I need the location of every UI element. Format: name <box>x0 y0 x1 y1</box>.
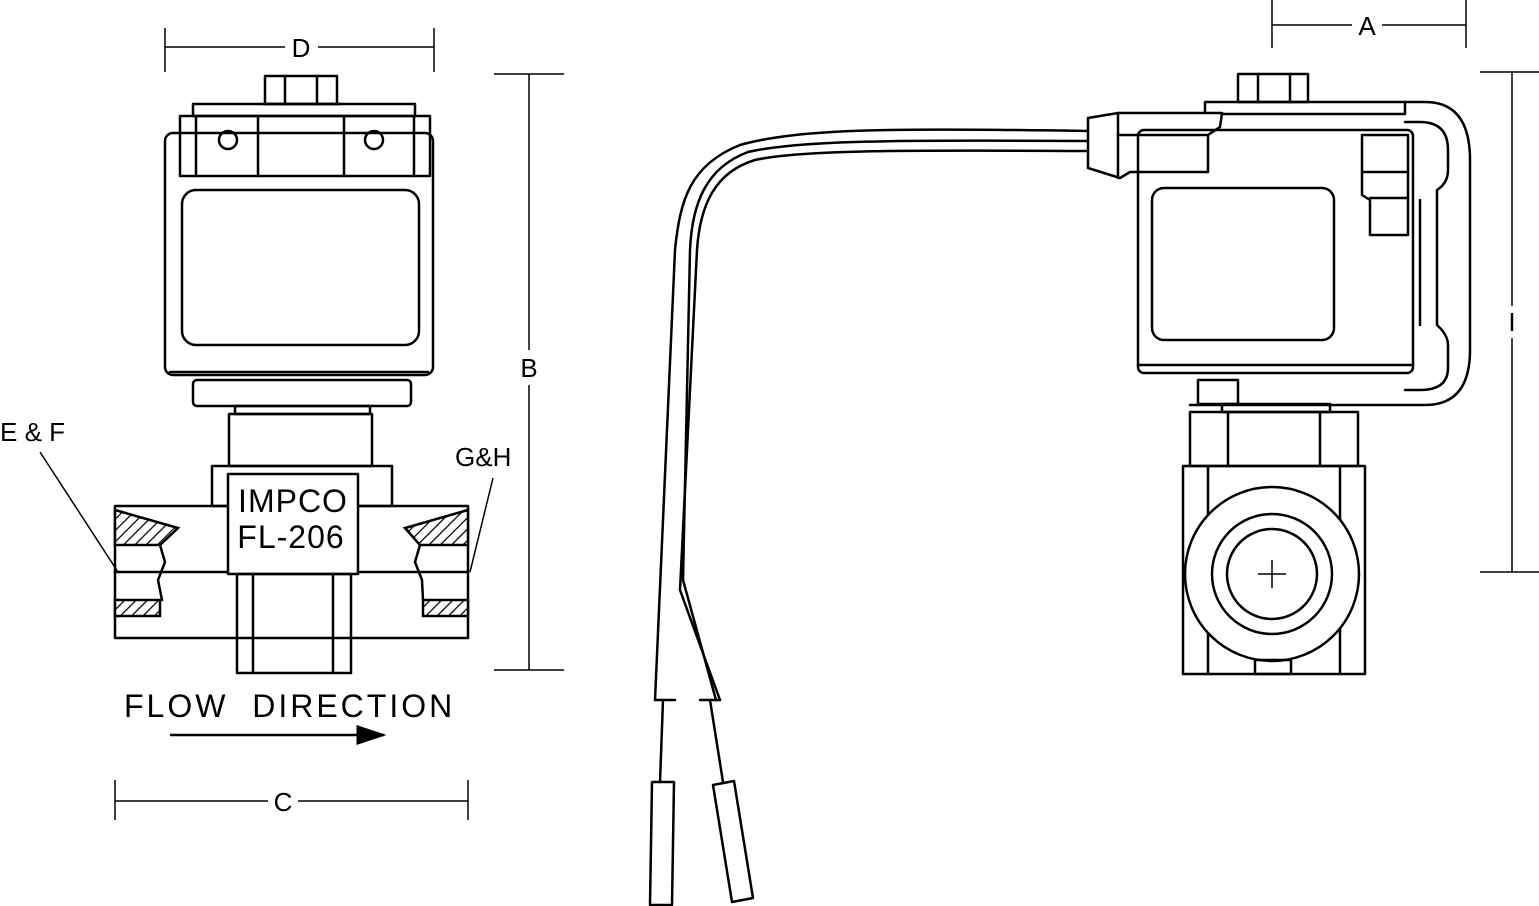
mount-hole-right <box>363 129 385 151</box>
brand-label: IMPCO <box>238 483 348 519</box>
wire-terminal-1 <box>648 780 676 906</box>
stem <box>227 404 374 468</box>
mount-hole-left <box>217 129 239 151</box>
top-nut <box>260 74 342 106</box>
model-label: FL-206 <box>237 519 344 555</box>
dimension-a: A <box>1271 0 1467 48</box>
inlet-port-section <box>113 508 181 618</box>
c-dimension-label: C <box>274 787 293 817</box>
nameplate <box>226 472 360 576</box>
gh-dimension-label: G&H <box>455 442 511 472</box>
ef-leader <box>39 451 119 573</box>
wire-terminal-2 <box>711 779 755 904</box>
gh-leader <box>469 477 494 573</box>
coil-body <box>163 131 435 377</box>
valve-body <box>113 464 470 675</box>
side-top-nut <box>1203 72 1407 116</box>
side-view <box>648 72 1472 906</box>
base-plate <box>191 378 413 408</box>
d-dimension-label: D <box>292 33 311 63</box>
wire-grommet <box>1086 111 1224 180</box>
a-dimension-label: A <box>1358 11 1376 41</box>
front-view: IMPCO FL-206 <box>113 74 470 675</box>
ef-dimension-label: E & F <box>0 417 65 447</box>
dimension-d: D <box>164 28 435 72</box>
flow-direction-label: FLOW DIRECTION <box>124 688 455 724</box>
side-valve-body <box>1181 378 1367 676</box>
side-coil-body <box>1136 128 1415 375</box>
dimension-b: B <box>494 73 564 671</box>
dimension-i: I <box>1480 71 1539 573</box>
lead-wires <box>648 128 1090 906</box>
b-dimension-label: B <box>520 353 537 383</box>
i-dimension-label: I <box>1508 307 1515 337</box>
outlet-port-section <box>402 508 470 618</box>
dimension-c: C <box>114 780 469 820</box>
coil-bracket <box>178 102 432 178</box>
bracket-loop <box>1188 100 1472 407</box>
